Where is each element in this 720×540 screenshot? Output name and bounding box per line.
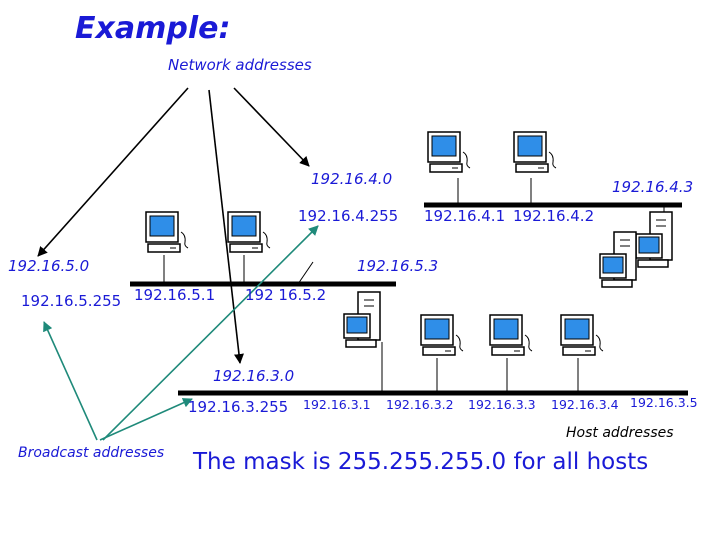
net5-host-2: 192 16.5.2 [245, 286, 327, 304]
network-addresses-label: Network addresses [168, 56, 312, 74]
arrow-network-net5 [37, 87, 189, 257]
net3-host-3: 192.16.3.3 [468, 397, 536, 412]
computer-icon [227, 211, 271, 253]
computer-icon [489, 314, 533, 356]
net5-host-1: 192.16.5.1 [134, 286, 216, 304]
net3-host-1: 192.16.3.1 [303, 397, 371, 412]
net4-host-2: 192.16.4.2 [513, 207, 595, 225]
net5-host-3: 192.16.5.3 [357, 257, 439, 275]
host-addresses-label: Host addresses [566, 425, 674, 441]
net3-host-2: 192.16.3.2 [386, 397, 454, 412]
arrow-broadcast-net4 [102, 225, 319, 441]
mask-statement: The mask is 255.255.255.0 for all hosts [193, 449, 649, 475]
arrow-broadcast-net3 [99, 398, 193, 441]
net4-network-address: 192.16.4.0 [311, 170, 393, 188]
computer-icon [513, 131, 557, 173]
computer-icon [560, 314, 604, 356]
tower-computer-icon [599, 231, 637, 288]
tower-computer-icon [343, 291, 381, 348]
net4-host-3: 192.16.4.3 [612, 178, 694, 196]
arrow-broadcast-net5 [43, 321, 98, 441]
net3-host-4: 192.16.3.4 [551, 397, 619, 412]
net5-network-address: 192.16.5.0 [8, 257, 90, 275]
arrow-network-net3 [208, 89, 244, 364]
net3-network-address: 192.16.3.0 [213, 367, 295, 385]
net3-broadcast-address: 192.16.3.255 [188, 398, 289, 416]
page-title: Example: [75, 11, 231, 46]
net5-broadcast-address: 192.16.5.255 [21, 292, 122, 310]
broadcast-addresses-label: Broadcast addresses [18, 445, 165, 461]
net4-broadcast-address: 192.16.4.255 [298, 207, 399, 225]
arrow-network-net4 [233, 87, 310, 167]
computer-icon [427, 131, 471, 173]
tower-computer-icon [635, 211, 673, 268]
net4-host-1: 192.16.4.1 [424, 207, 506, 225]
net3-host-5: 192.16.3.5 [630, 395, 698, 410]
computer-icon [420, 314, 464, 356]
computer-icon [145, 211, 189, 253]
